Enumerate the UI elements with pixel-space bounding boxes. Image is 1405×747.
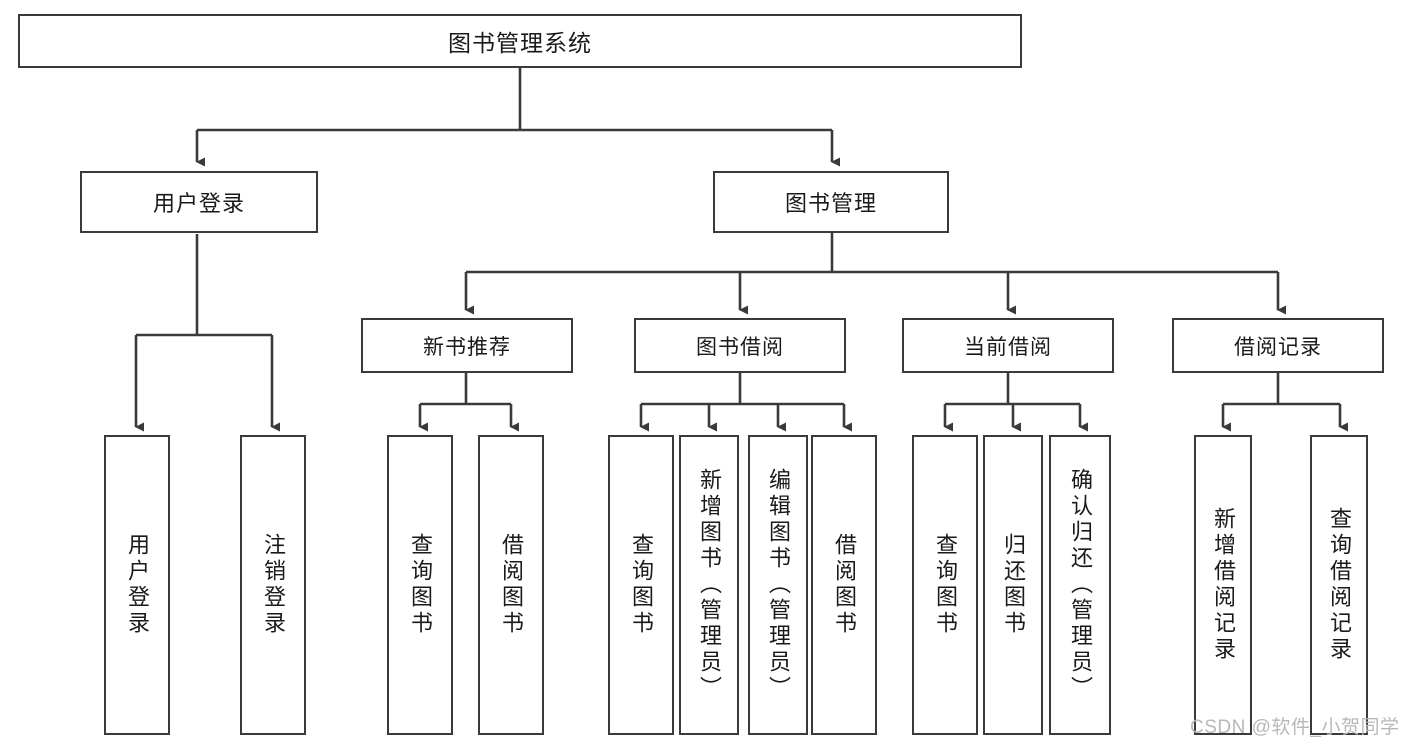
node-book-management[interactable]: 图书管理 <box>713 171 949 233</box>
node-label: 查询借阅记录 <box>1327 507 1352 663</box>
leaf-user-login[interactable]: 用户登录 <box>104 435 170 735</box>
node-label: 查询图书 <box>933 533 958 637</box>
leaf-borrow-book[interactable]: 借阅图书 <box>811 435 877 735</box>
leaf-query-borrow-record[interactable]: 查询借阅记录 <box>1310 435 1368 735</box>
node-label: 编辑图书（管理员） <box>766 468 791 702</box>
leaf-query-book-borrow[interactable]: 查询图书 <box>608 435 674 735</box>
node-label: 新增借阅记录 <box>1211 507 1236 663</box>
node-label: 图书借阅 <box>696 335 784 359</box>
leaf-return-book[interactable]: 归还图书 <box>983 435 1043 735</box>
leaf-borrow-book-recommend[interactable]: 借阅图书 <box>478 435 544 735</box>
node-label: 查询图书 <box>408 533 433 637</box>
node-root-book-management-system[interactable]: 图书管理系统 <box>18 14 1022 68</box>
node-label: 确认归还（管理员） <box>1068 468 1093 702</box>
node-label: 图书管理系统 <box>448 30 592 56</box>
node-label: 新书推荐 <box>423 335 511 359</box>
csdn-watermark: CSDN @软件_小贺同学 <box>1190 717 1400 738</box>
node-label: 归还图书 <box>1001 533 1026 637</box>
node-borrow-record[interactable]: 借阅记录 <box>1172 318 1384 373</box>
leaf-confirm-return-admin[interactable]: 确认归还（管理员） <box>1049 435 1111 735</box>
leaf-add-book-admin[interactable]: 新增图书（管理员） <box>679 435 739 735</box>
node-label: 用户登录 <box>152 191 245 216</box>
node-label: 当前借阅 <box>964 335 1052 359</box>
leaf-query-book-current[interactable]: 查询图书 <box>912 435 978 735</box>
leaf-logout[interactable]: 注销登录 <box>240 435 306 735</box>
node-label: 借阅图书 <box>499 533 524 637</box>
leaf-add-borrow-record[interactable]: 新增借阅记录 <box>1194 435 1252 735</box>
node-label: 借阅图书 <box>832 533 857 637</box>
node-current-borrow[interactable]: 当前借阅 <box>902 318 1114 373</box>
node-new-book-recommend[interactable]: 新书推荐 <box>361 318 573 373</box>
leaf-edit-book-admin[interactable]: 编辑图书（管理员） <box>748 435 808 735</box>
node-label: 图书管理 <box>784 191 877 216</box>
node-label: 用户登录 <box>125 533 150 637</box>
leaf-query-book-recommend[interactable]: 查询图书 <box>387 435 453 735</box>
node-book-borrow[interactable]: 图书借阅 <box>634 318 846 373</box>
node-label: 新增图书（管理员） <box>697 468 722 702</box>
node-user-login[interactable]: 用户登录 <box>80 171 318 233</box>
node-label: 注销登录 <box>261 533 286 637</box>
node-label: 借阅记录 <box>1234 335 1322 359</box>
node-label: 查询图书 <box>629 533 654 637</box>
